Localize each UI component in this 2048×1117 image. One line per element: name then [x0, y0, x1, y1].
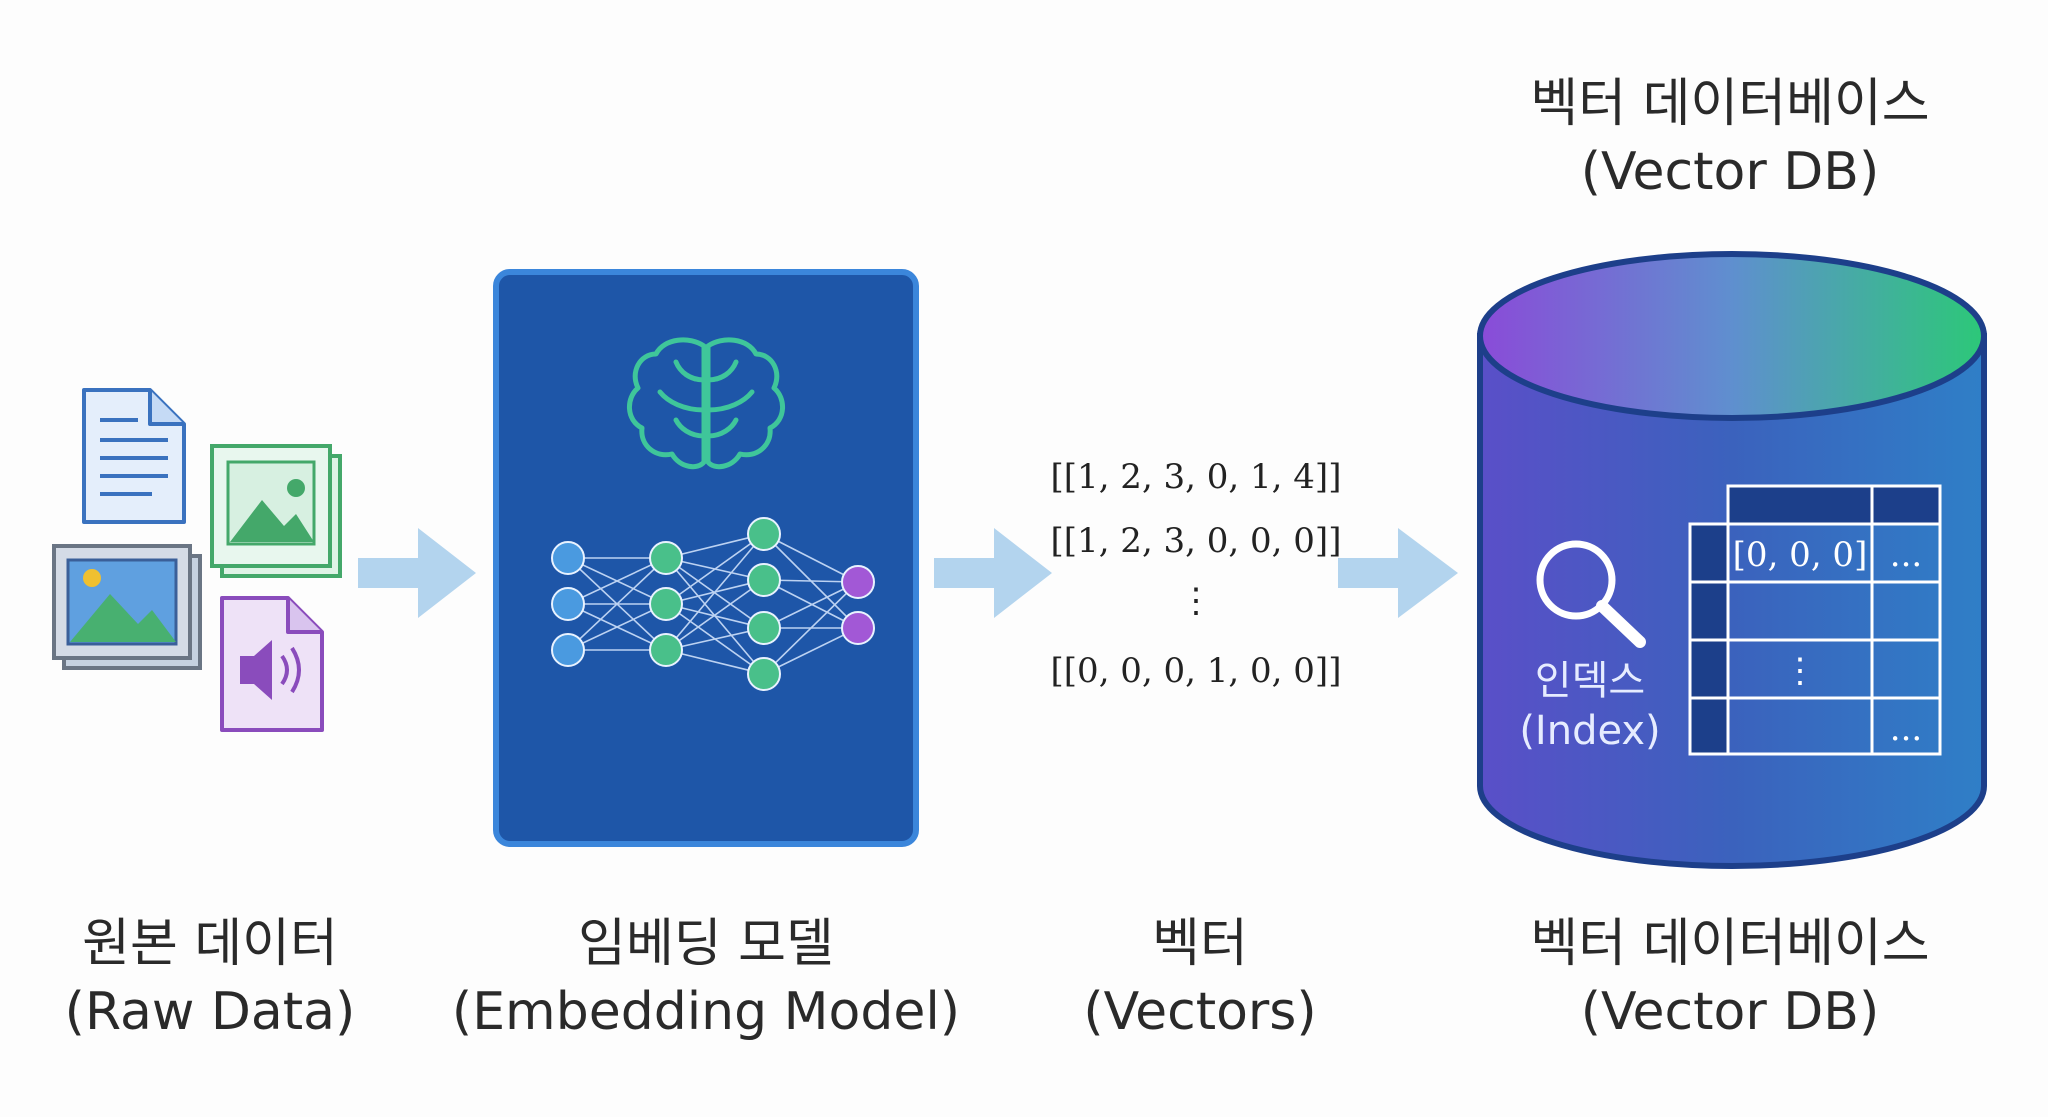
arrow-icon — [1338, 528, 1458, 618]
stage-label-db: 벡터 데이터베이스 (Vector DB) — [1460, 910, 2000, 1046]
table-cell-ellipsis: ... — [1890, 535, 1922, 575]
vector-db-cylinder: [0, 0, 0] ... ⋮ ... 인덱스 (Index) — [1477, 251, 1987, 869]
db-header-title: 벡터 데이터베이스 — [1530, 74, 1930, 134]
stage-title: 임베딩 모델 — [578, 914, 834, 974]
index-label: 인덱스 — [1535, 658, 1645, 704]
table-cell-vector: [0, 0, 0] — [1733, 535, 1868, 575]
raw-data-icons — [52, 388, 342, 732]
image-icon — [52, 544, 202, 670]
stage-subtitle: (Raw Data) — [64, 982, 356, 1042]
table-cell-vdots: ⋮ — [1783, 651, 1817, 691]
stage-title: 벡터 데이터베이스 — [1530, 914, 1930, 974]
stage-subtitle: (Vectors) — [1083, 982, 1317, 1042]
image-icon — [210, 444, 342, 578]
vector-row: [[0, 0, 0, 1, 0, 0]] — [1051, 651, 1342, 691]
stage-label-model: 임베딩 모델 (Embedding Model) — [436, 910, 976, 1046]
audio-file-icon — [220, 596, 324, 732]
db-header-subtitle: (Vector DB) — [1580, 142, 1880, 202]
neural-network-icon — [551, 517, 875, 691]
stage-label-vectors: 벡터 (Vectors) — [1020, 910, 1380, 1046]
index-sublabel: (Index) — [1519, 708, 1660, 754]
vector-row: [[1, 2, 3, 0, 0, 0]] — [1051, 521, 1342, 561]
embedding-model-box — [493, 269, 919, 847]
search-icon — [1536, 540, 1646, 648]
document-icon — [82, 388, 186, 524]
index-table — [1688, 484, 1942, 756]
arrow-icon — [934, 528, 1052, 618]
flow-arrows — [358, 528, 1458, 618]
brain-icon — [627, 337, 785, 470]
vector-list: [[1, 2, 3, 0, 1, 4]] [[1, 2, 3, 0, 0, 0]… — [1051, 457, 1342, 691]
stage-title: 원본 데이터 — [82, 914, 338, 974]
arrow-icon — [358, 528, 476, 618]
stage-subtitle: (Vector DB) — [1580, 982, 1880, 1042]
table-cell-ellipsis: ... — [1890, 709, 1922, 749]
stage-subtitle: (Embedding Model) — [451, 982, 961, 1042]
stage-label-raw: 원본 데이터 (Raw Data) — [20, 910, 400, 1046]
vector-row: [[1, 2, 3, 0, 1, 4]] — [1051, 457, 1342, 497]
vector-row-ellipsis: ⋮ — [1179, 581, 1213, 621]
stage-title: 벡터 — [1152, 914, 1248, 974]
db-header-label: 벡터 데이터베이스 (Vector DB) — [1460, 70, 2000, 206]
